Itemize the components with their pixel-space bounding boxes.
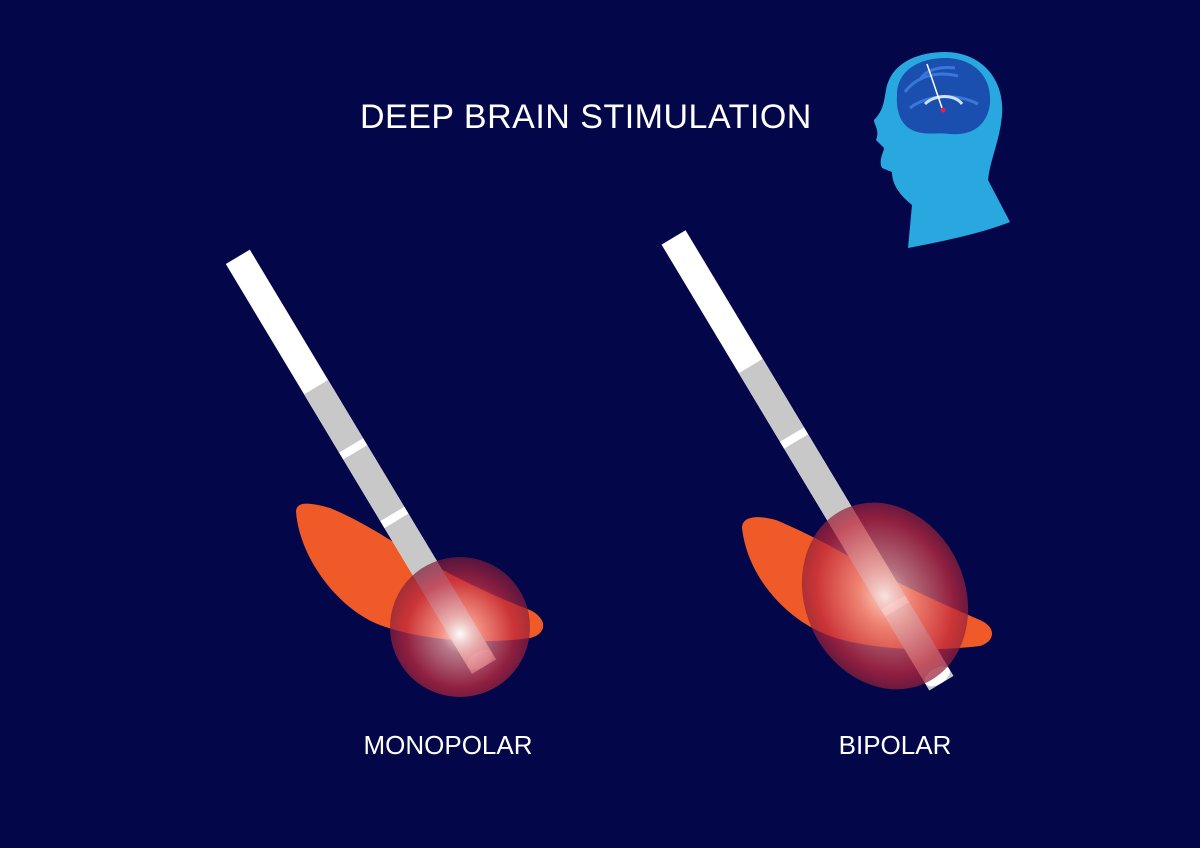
- monopolar-label: MONOPOLAR: [363, 730, 533, 760]
- monopolar-diagram: [225, 249, 544, 697]
- bipolar-label: BIPOLAR: [838, 730, 952, 760]
- bipolar-diagram: [661, 230, 993, 691]
- stimulation-field: [390, 557, 530, 697]
- page-title: DEEP BRAIN STIMULATION: [360, 98, 812, 136]
- head-with-brain-icon: [874, 52, 1010, 248]
- stimulation-field: [801, 502, 969, 690]
